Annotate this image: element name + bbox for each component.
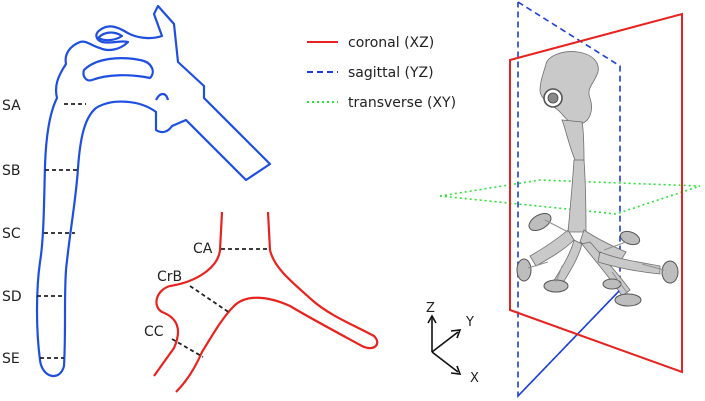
label-sc: SC	[2, 226, 21, 242]
axis-label-z: Z	[426, 301, 435, 316]
legend-label-sagittal: sagittal (YZ)	[348, 65, 434, 81]
bronchi-outline	[153, 211, 379, 393]
section-line-cc	[171, 338, 204, 358]
legend-label-transverse: transverse (XY)	[348, 95, 456, 111]
coronal-plane	[509, 12, 683, 374]
sagittal-plane-front-edge	[517, 289, 621, 397]
label-crb: CrB	[157, 269, 182, 285]
label-se: SE	[2, 351, 20, 367]
bronchi-section-lines	[171, 248, 270, 358]
axis-label-x: X	[470, 371, 479, 386]
legend-label-coronal: coronal (XZ)	[348, 35, 434, 51]
label-cc: CC	[144, 324, 164, 340]
airway-solid	[529, 51, 661, 297]
3d-airway-model	[439, 1, 701, 398]
label-sa: SA	[2, 98, 21, 114]
axes-glyph	[427, 314, 462, 375]
label-ca: CA	[193, 241, 213, 257]
label-sb: SB	[2, 163, 21, 179]
segment-branches	[527, 219, 665, 295]
bronchial-caps	[516, 212, 679, 307]
transverse-plane	[439, 179, 701, 215]
sagittal-section-lines	[37, 103, 86, 359]
section-line-crb	[189, 285, 231, 314]
axis-label-y: Y	[465, 315, 474, 330]
legend: coronal (XZ) sagittal (YZ) transverse (X…	[307, 35, 456, 111]
label-sd: SD	[2, 289, 22, 305]
sagittal-airway-outline	[35, 4, 272, 377]
